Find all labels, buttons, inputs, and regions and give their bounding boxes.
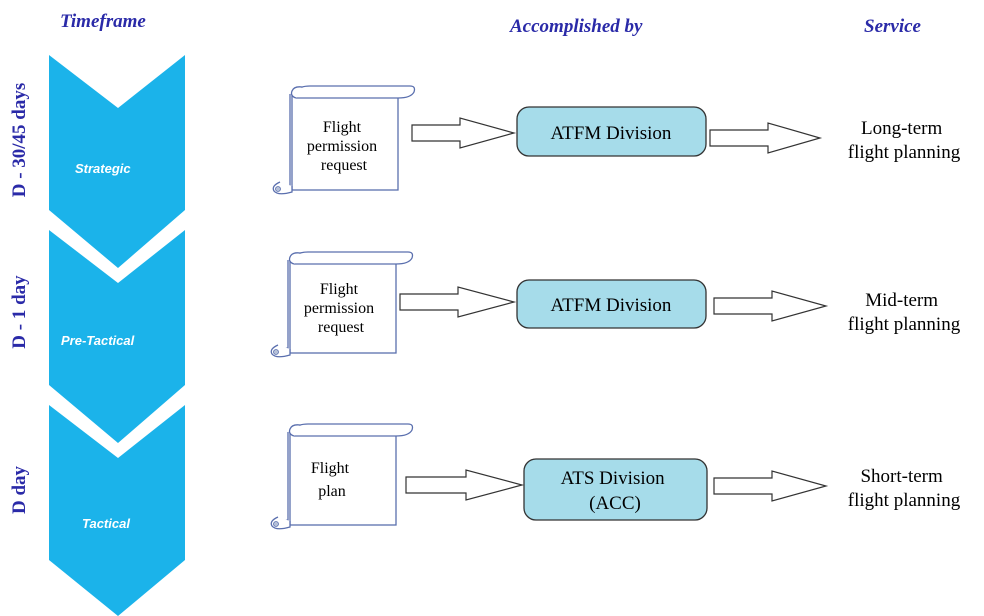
flow-arrow xyxy=(411,117,517,149)
days-label-pre-tactical: D - 1 day xyxy=(9,275,30,349)
timeframe-chevrons xyxy=(49,55,185,616)
document-scroll xyxy=(272,85,416,195)
chevron-strategic xyxy=(49,55,185,268)
service-label: Mid-term flight planning xyxy=(848,290,961,335)
header-accomplished-by: Accomplished by xyxy=(509,16,643,37)
phase-label-tactical: Tactical xyxy=(82,516,130,531)
flow-arrow xyxy=(405,469,525,501)
document-label: Flight plan xyxy=(311,460,353,500)
division-label: ATFM Division xyxy=(551,295,672,316)
days-label-tactical: D day xyxy=(9,465,30,514)
chevron-tactical xyxy=(49,405,185,616)
flow-arrow xyxy=(709,122,823,154)
days-label-strategic: D - 30/45 days xyxy=(9,83,30,198)
division-box xyxy=(523,458,708,521)
flow-arrow xyxy=(399,286,517,318)
service-label: Short-term flight planning xyxy=(848,466,961,511)
header-timeframe: Timeframe xyxy=(60,11,146,32)
phase-label-pre-tactical: Pre-Tactical xyxy=(61,333,135,348)
flow-arrow xyxy=(713,290,829,322)
division-label: ATFM Division xyxy=(551,123,672,144)
chevron-pre-tactical xyxy=(49,230,185,443)
division-box xyxy=(516,279,707,329)
phase-label-strategic: Strategic xyxy=(75,161,131,176)
header-service: Service xyxy=(864,16,922,37)
division-label: ATS Division (ACC) xyxy=(561,468,670,514)
document-scroll xyxy=(270,251,414,358)
division-box xyxy=(516,106,707,157)
service-label: Long-term flight planning xyxy=(848,118,961,163)
document-label: Flight permission request xyxy=(307,119,381,174)
document-label: Flight permission request xyxy=(304,281,378,336)
document-scroll xyxy=(270,423,414,530)
flow-arrow xyxy=(713,470,829,502)
